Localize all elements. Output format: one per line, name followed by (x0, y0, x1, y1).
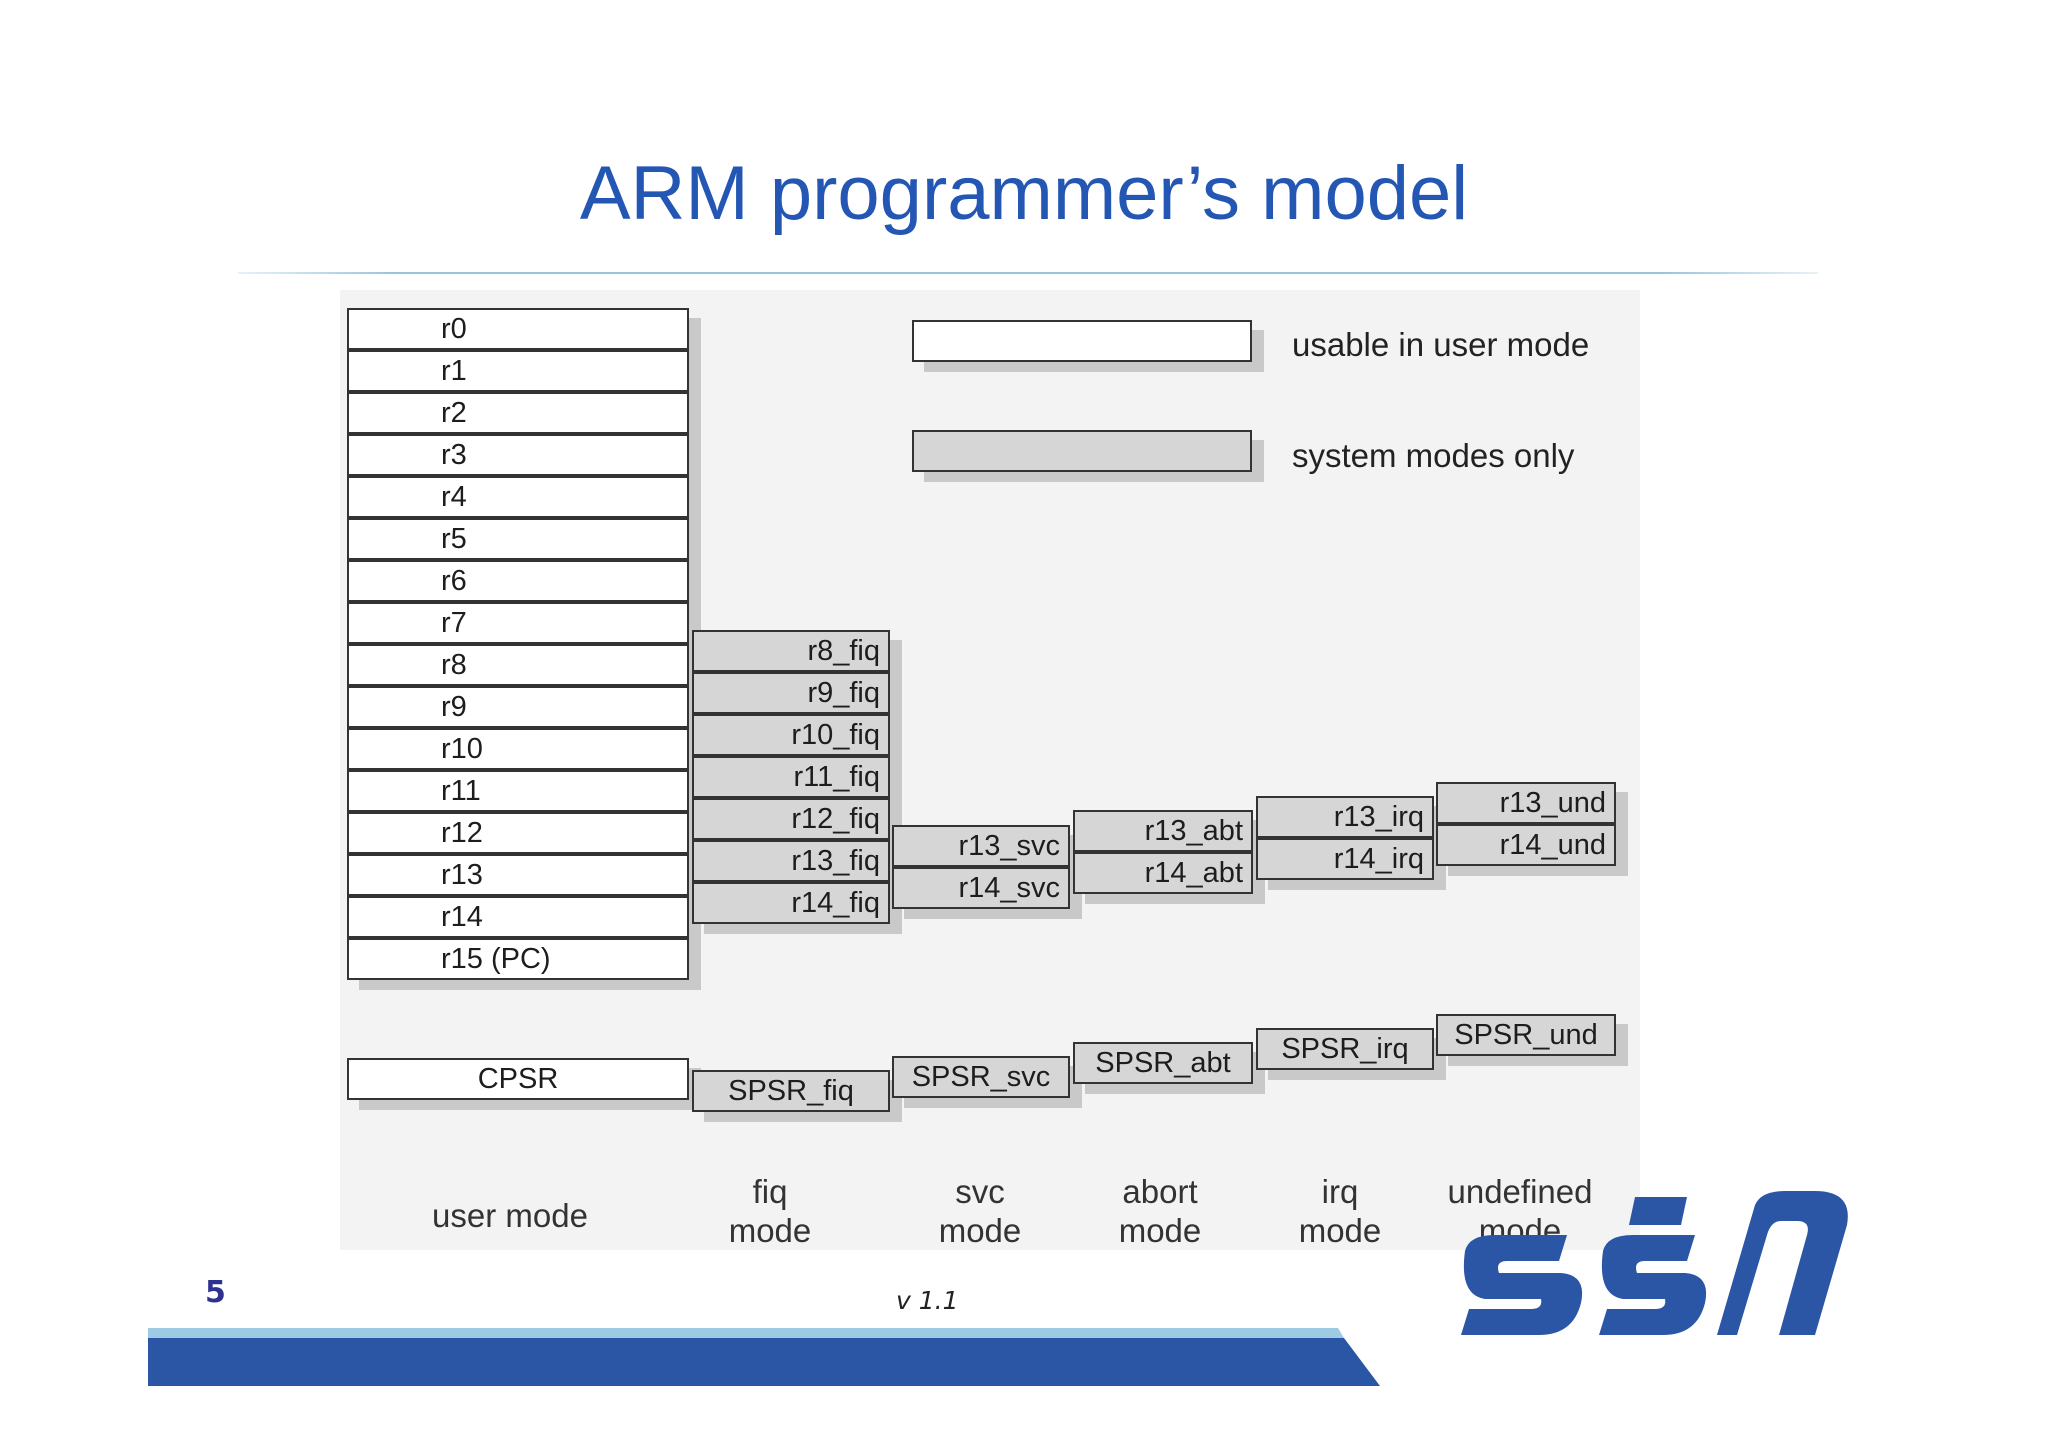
register-spsr-fiq: SPSR_fiq (692, 1070, 890, 1112)
register-spsr-irq: SPSR_irq (1256, 1028, 1434, 1070)
mode-label-user: user mode (432, 1197, 588, 1234)
register-spsr-svc: SPSR_svc (892, 1056, 1070, 1098)
slide-title: ARM programmer’s model (579, 151, 1469, 236)
mode-label-abort: abort mode (1080, 1172, 1240, 1250)
register-r5: r5 (347, 518, 689, 560)
register-spsr-und: SPSR_und (1436, 1014, 1616, 1056)
register-diagram: r0 r1 r2 r3 r4 r5 r6 r7 r8 r9 r10 r11 r1… (340, 290, 1640, 1250)
mode-label-svc-line2: mode (938, 1212, 1022, 1249)
mode-label-svc-line1: svc (955, 1173, 1005, 1210)
mode-label-abort-line1: abort (1122, 1173, 1198, 1210)
register-r14-irq: r14_irq (1256, 838, 1434, 880)
register-r13-irq: r13_irq (1256, 796, 1434, 838)
mode-label-undefined-line1: undefined (1447, 1173, 1593, 1210)
mode-label-irq: irq mode (1260, 1172, 1420, 1250)
register-r15-pc: r15 (PC) (347, 938, 689, 980)
legend-system-label: system modes only (1292, 437, 1575, 474)
register-r14-fiq: r14_fiq (692, 882, 890, 924)
register-r13-abt: r13_abt (1073, 810, 1253, 852)
register-r11: r11 (347, 770, 689, 812)
register-r2: r2 (347, 392, 689, 434)
register-r7: r7 (347, 602, 689, 644)
register-r12: r12 (347, 812, 689, 854)
mode-label-fiq: fiq mode (690, 1172, 850, 1250)
register-r1: r1 (347, 350, 689, 392)
register-r13-fiq: r13_fiq (692, 840, 890, 882)
mode-label-fiq-line2: mode (728, 1212, 812, 1249)
mode-label-abort-line2: mode (1118, 1212, 1202, 1249)
register-r14-abt: r14_abt (1073, 852, 1253, 894)
register-r12-fiq: r12_fiq (692, 798, 890, 840)
mode-label-irq-line1: irq (1321, 1173, 1359, 1210)
register-r10: r10 (347, 728, 689, 770)
register-r8-fiq: r8_fiq (692, 630, 890, 672)
register-spsr-abt: SPSR_abt (1073, 1042, 1253, 1084)
register-cpsr: CPSR (347, 1058, 689, 1100)
mode-label-undefined: undefined mode (1430, 1172, 1610, 1250)
title-divider (238, 272, 1818, 274)
register-r14-und: r14_und (1436, 824, 1616, 866)
register-r4: r4 (347, 476, 689, 518)
register-r14-svc: r14_svc (892, 867, 1070, 909)
footer-bar (148, 1328, 1380, 1386)
mode-label-svc: svc mode (900, 1172, 1060, 1250)
register-r9: r9 (347, 686, 689, 728)
register-r10-fiq: r10_fiq (692, 714, 890, 756)
page-number: 5 (205, 1275, 226, 1310)
ssn-logo-icon (1461, 1191, 1848, 1335)
register-r14: r14 (347, 896, 689, 938)
legend-user-label: usable in user mode (1292, 326, 1590, 363)
mode-label-fiq-line1: fiq (752, 1173, 788, 1210)
register-r11-fiq: r11_fiq (692, 756, 890, 798)
register-r8: r8 (347, 644, 689, 686)
register-r13-svc: r13_svc (892, 825, 1070, 867)
register-r13-und: r13_und (1436, 782, 1616, 824)
register-r9-fiq: r9_fiq (692, 672, 890, 714)
legend-user-swatch (912, 320, 1252, 362)
register-r13: r13 (347, 854, 689, 896)
legend-system-swatch (912, 430, 1252, 472)
register-r0: r0 (347, 308, 689, 350)
register-r3: r3 (347, 434, 689, 476)
register-r6: r6 (347, 560, 689, 602)
mode-label-irq-line2: mode (1298, 1212, 1382, 1249)
version-label: v 1.1 (896, 1286, 959, 1315)
